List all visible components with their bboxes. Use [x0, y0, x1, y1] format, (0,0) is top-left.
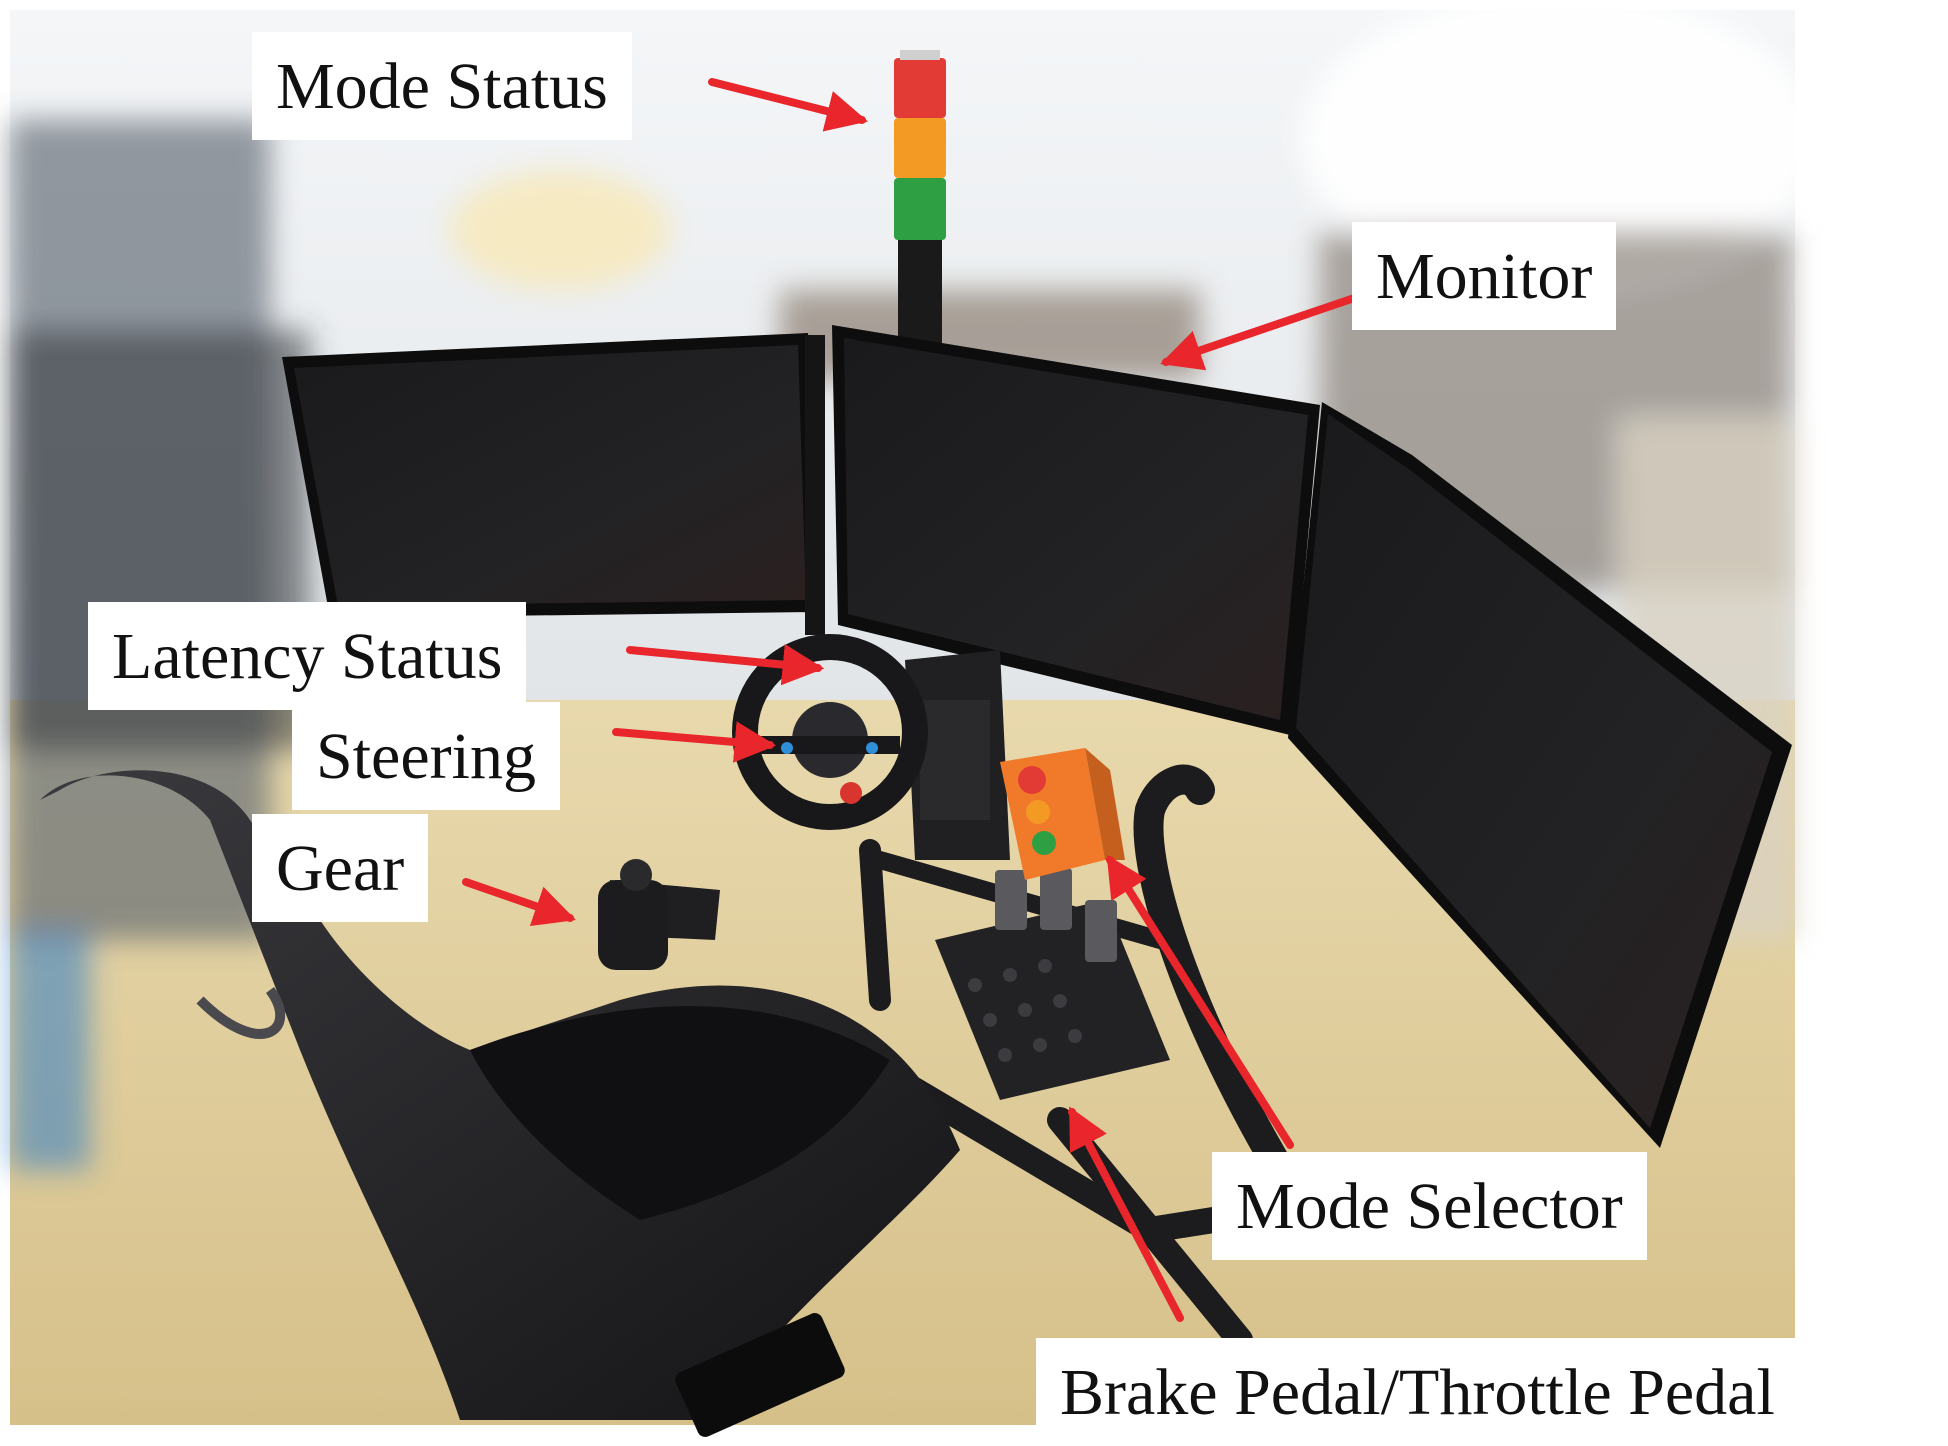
racing-seat [40, 770, 960, 1437]
center-monitor [832, 325, 1320, 735]
label-mode-status: Mode Status [252, 32, 632, 140]
arrow-pedals [1068, 1106, 1184, 1322]
label-mode-selector: Mode Selector [1212, 1152, 1647, 1260]
right-monitor [1288, 402, 1792, 1148]
left-monitor [282, 333, 825, 635]
arrow-steering [612, 721, 777, 763]
mode-selector-box [1000, 748, 1125, 880]
arrow-mode-selector [1106, 854, 1294, 1149]
label-pedals: Brake Pedal/Throttle Pedal [1036, 1338, 1799, 1446]
arrow-latency-status [626, 643, 825, 686]
steering-wheel [732, 634, 1010, 860]
annotation-arrows [462, 78, 1376, 1322]
label-monitor: Monitor [1352, 222, 1617, 330]
gear-shifter [598, 859, 720, 970]
pedal-set [935, 868, 1170, 1100]
signal-tower [894, 50, 946, 375]
arrow-monitor [1160, 288, 1376, 371]
label-steering: Steering [292, 702, 560, 810]
arrow-mode-status [708, 78, 869, 132]
arrow-gear [462, 878, 576, 927]
label-latency-status: Latency Status [88, 602, 527, 710]
label-gear: Gear [252, 814, 429, 922]
